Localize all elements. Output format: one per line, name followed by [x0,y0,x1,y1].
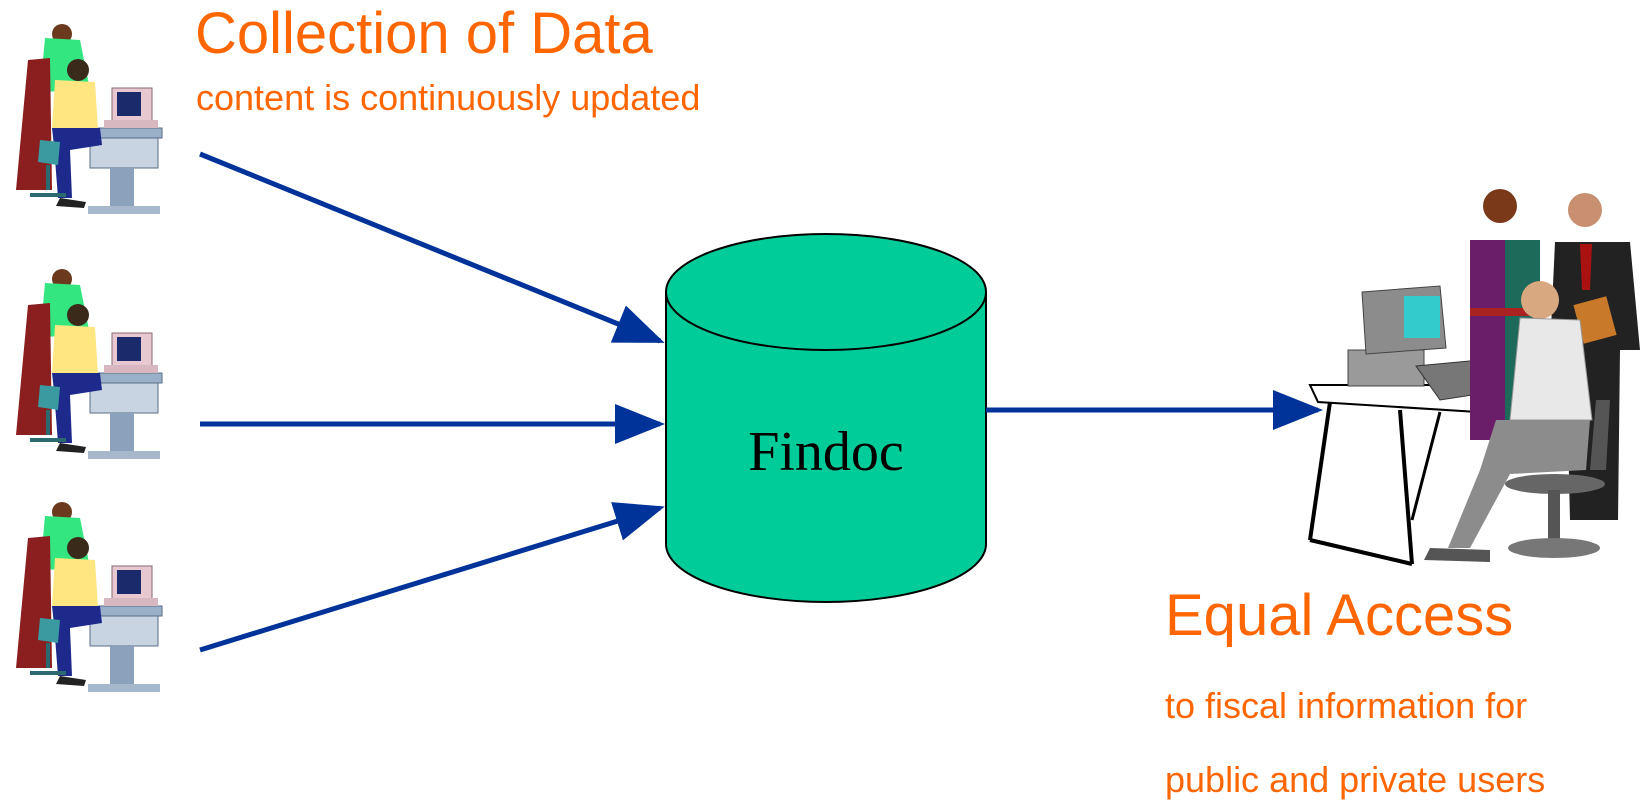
contributor-workstation-icon [14,500,164,694]
arrow-contributor-3 [199,502,665,653]
database-label: Findoc [748,421,904,483]
access-title: Equal Access [1165,583,1514,648]
user-group-workstation-icon [1308,189,1640,566]
contributor-workstation-icon [14,267,164,461]
access-line-2: public and private users [1165,759,1546,800]
contributor-workstation-icon [14,22,164,216]
arrow-contributor-1 [199,151,665,344]
collection-subtitle: content is continuously updated [196,77,701,118]
database-cylinder: Findoc [665,233,987,603]
collection-title: Collection of Data [195,1,653,66]
access-line-1: to fiscal information for [1165,685,1528,726]
